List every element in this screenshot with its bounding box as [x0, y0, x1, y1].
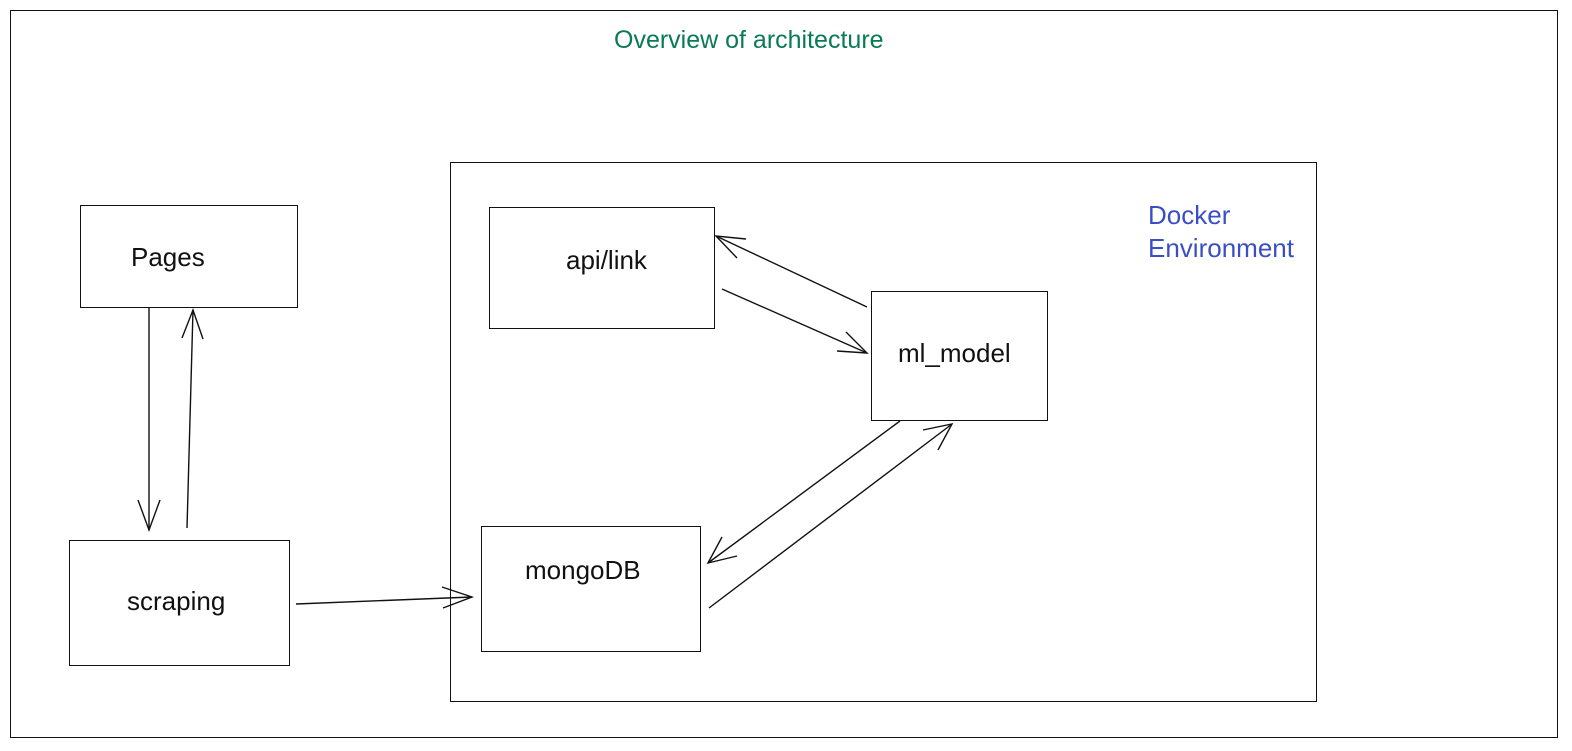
docker-environment-label: Docker Environment — [1148, 199, 1294, 265]
api-link-box — [489, 207, 715, 329]
arrow-ml-model-to-api-link — [714, 235, 868, 308]
ml-model-box — [871, 291, 1048, 421]
scraping-box — [69, 540, 290, 666]
mongodb-label: mongoDB — [525, 555, 641, 585]
pages-box — [80, 205, 298, 308]
arrow-pages-to-scraping — [137, 308, 161, 533]
mongodb-box — [481, 526, 701, 652]
arrow-ml-model-to-mongodb — [706, 420, 901, 565]
docker-label-line2: Environment — [1148, 233, 1294, 263]
ml-model-label: ml_model — [898, 338, 1011, 368]
api-link-label: api/link — [566, 245, 647, 275]
arrow-api-link-to-ml-model — [721, 288, 869, 354]
docker-label-line1: Docker — [1148, 200, 1231, 230]
arrow-mongodb-to-ml-model — [708, 423, 954, 609]
scraping-label: scraping — [127, 586, 226, 616]
diagram-frame — [10, 10, 1558, 738]
arrow-scraping-to-mongodb — [295, 586, 475, 609]
docker-environment-container — [450, 162, 1317, 702]
arrow-scraping-to-pages — [181, 307, 204, 529]
pages-label: Pages — [131, 242, 205, 272]
diagram-title: Overview of architecture — [614, 26, 884, 54]
